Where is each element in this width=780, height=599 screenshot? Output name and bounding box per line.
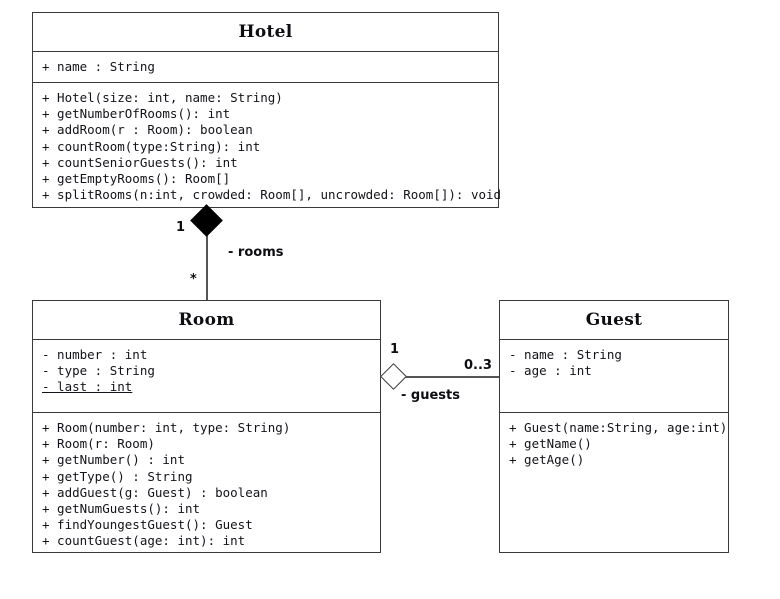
- multiplicity-room-end: *: [190, 272, 197, 287]
- method-row: + findYoungestGuest(): Guest: [42, 517, 253, 533]
- method-row: + splitRooms(n:int, crowded: Room[], unc…: [42, 187, 502, 203]
- method-row: + countRoom(type:String): int: [42, 138, 261, 154]
- attribute-row: - type : String: [42, 363, 155, 379]
- class-divider-guest-methods: [500, 412, 728, 413]
- class-methods-hotel: + Hotel(size: int, name: String) + getNu…: [33, 83, 502, 209]
- class-divider-guest-attributes: [500, 339, 728, 340]
- class-title-room: Room: [178, 310, 235, 330]
- class-divider-hotel-methods: [33, 82, 498, 83]
- method-row: + getNumber() : int: [42, 452, 185, 468]
- multiplicity-hotel-end: 1: [176, 220, 186, 235]
- class-divider-room-methods: [33, 412, 380, 413]
- aggregation-line-room-guest: [405, 376, 499, 378]
- attribute-row: - name : String: [509, 347, 622, 362]
- method-row: + countSeniorGuests(): int: [42, 154, 238, 170]
- method-row: + Hotel(size: int, name: String): [42, 90, 283, 105]
- aggregation-diamond-hollow: [380, 363, 407, 390]
- class-box-guest[interactable]: Guest - name : String - age : int + Gues…: [499, 300, 729, 553]
- method-row: + getType() : String: [42, 468, 193, 484]
- class-attributes-guest: - name : String - age : int: [500, 340, 728, 412]
- attribute-row: - number : int: [42, 347, 148, 362]
- method-row: + Room(r: Room): [42, 436, 155, 452]
- method-row: + getNumGuests(): int: [42, 501, 201, 517]
- class-box-room[interactable]: Room - number : int - type : String - la…: [32, 300, 381, 553]
- method-row: + addRoom(r : Room): boolean: [42, 122, 253, 138]
- multiplicity-room-guest-source: 1: [390, 342, 400, 357]
- class-attributes-hotel: + name : String: [33, 52, 498, 82]
- attribute-row: - age : int: [509, 363, 592, 379]
- multiplicity-room-guest-target: 0..3: [464, 358, 492, 373]
- role-label-rooms: - rooms: [228, 245, 284, 260]
- class-methods-guest: + Guest(name:String, age:int) + getName(…: [500, 413, 728, 552]
- method-row: + getAge(): [509, 452, 585, 468]
- class-box-hotel[interactable]: Hotel + name : String + Hotel(size: int,…: [32, 12, 502, 209]
- role-label-guests: - guests: [401, 388, 460, 403]
- method-row: + getEmptyRooms(): Room[]: [42, 171, 231, 187]
- attribute-row-static: - last : int: [42, 379, 133, 395]
- class-methods-room: + Room(number: int, type: String) + Room…: [33, 413, 380, 556]
- method-row: + getName(): [509, 436, 592, 452]
- class-divider-hotel-attributes: [33, 51, 498, 52]
- attribute-row: + name : String: [42, 59, 155, 74]
- class-divider-room-attributes: [33, 339, 380, 340]
- class-attributes-room: - number : int - type : String - last : …: [33, 340, 380, 412]
- class-title-hotel: Hotel: [238, 22, 293, 42]
- method-row: + countGuest(age: int): int: [42, 533, 246, 549]
- class-title-guest: Guest: [585, 310, 643, 330]
- method-row: + Guest(name:String, age:int): [509, 420, 728, 435]
- method-row: + addGuest(g: Guest) : boolean: [42, 484, 268, 500]
- composition-line-hotel-room: [206, 208, 208, 300]
- method-row: + Room(number: int, type: String): [42, 420, 291, 435]
- method-row: + getNumberOfRooms(): int: [42, 106, 231, 122]
